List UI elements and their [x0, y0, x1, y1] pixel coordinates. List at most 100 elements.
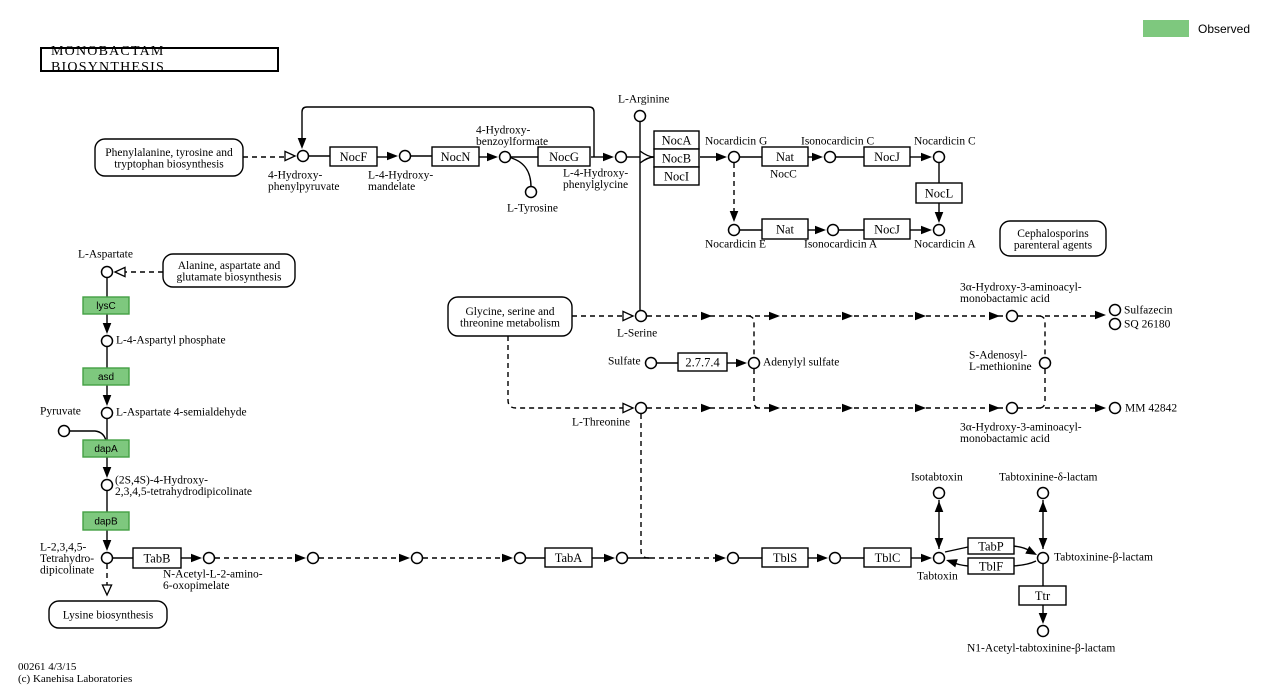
pathway-link-lysine-biosynthesis[interactable]: Lysine biosynthesis	[48, 600, 168, 629]
gene-box-label: TblF	[979, 560, 1003, 574]
compound-isotabtoxin[interactable]	[932, 486, 946, 500]
compound-sulfate[interactable]	[644, 356, 658, 370]
compound-4-hydroxybenzoylformate[interactable]	[498, 150, 512, 164]
compound-isonocardicin-c[interactable]	[823, 150, 837, 164]
compound-label: N1-Acetyl-tabtoxinine-β-lactam	[967, 643, 1115, 655]
compound-intermediate-3[interactable]	[513, 551, 527, 565]
compound-l-arginine[interactable]	[633, 109, 647, 123]
compound-3a-hydroxy-3-aminoacyl-monobactamic-acid-2[interactable]	[1005, 401, 1019, 415]
gene-box-nocg[interactable]: NocG	[537, 146, 591, 167]
compound-intermediate-4[interactable]	[615, 551, 629, 565]
gene-box-nocn[interactable]: NocN	[431, 146, 480, 167]
arrowhead	[1095, 403, 1106, 413]
observed-legend-swatch	[1143, 20, 1189, 37]
compound-intermediate-5[interactable]	[726, 551, 740, 565]
compound-isonocardicin-a[interactable]	[826, 223, 840, 237]
compound-intermediate-2[interactable]	[410, 551, 424, 565]
compound-l-aspartate-4-semialdehyde[interactable]	[100, 406, 114, 420]
arrowhead	[191, 553, 202, 563]
compound-n1-acetyl-tabtoxinine-beta-lactam[interactable]	[1036, 624, 1050, 638]
compound-intermediate-6[interactable]	[828, 551, 842, 565]
gene-box-ttr[interactable]: Ttr	[1018, 585, 1067, 606]
observed-legend: Observed	[1143, 20, 1250, 37]
arrowhead	[1038, 538, 1048, 549]
gene-box-label: Nat	[776, 223, 795, 237]
gene-box-ec-2-7-7-4[interactable]: 2.7.7.4	[677, 352, 728, 372]
gene-box-tblc[interactable]: TblC	[863, 547, 912, 568]
compound-label: L-Arginine	[618, 94, 670, 106]
compound-label: 4-Hydroxy-phenylpyruvate	[268, 170, 340, 194]
compound-pyruvate[interactable]	[57, 424, 71, 438]
compound-l-4-hydroxymandelate[interactable]	[398, 149, 412, 163]
gene-box-label: dapB	[94, 517, 118, 528]
gene-box-noca[interactable]: NocA	[653, 130, 700, 150]
compound-label: (2S,4S)-4-Hydroxy-2,3,4,5-tetrahydrodipi…	[115, 475, 252, 499]
compound-label: 3α-Hydroxy-3-aminoacyl-monobactamic acid	[960, 282, 1082, 306]
compound-sulfazecin[interactable]	[1108, 303, 1122, 317]
gene-box-tabp[interactable]: TabP	[967, 537, 1015, 555]
compound-l-serine[interactable]	[634, 309, 648, 323]
pathway-link-label: threonine metabolism	[460, 317, 560, 329]
gene-box-tbls[interactable]: TblS	[761, 547, 809, 568]
compound-nocardicin-a[interactable]	[932, 223, 946, 237]
compound-tabtoxinine-delta-lactam[interactable]	[1036, 486, 1050, 500]
gene-box-nocj-1[interactable]: NocJ	[863, 146, 911, 167]
arrowhead	[102, 323, 112, 334]
gene-box-dapa[interactable]: dapA	[82, 439, 130, 458]
arrowhead	[295, 553, 306, 563]
gene-box-nocj-2[interactable]: NocJ	[863, 218, 911, 240]
gene-box-nocf[interactable]: NocF	[329, 146, 378, 167]
arrowhead	[399, 553, 410, 563]
compound-mm-42842[interactable]	[1108, 401, 1122, 415]
compound-l-tyrosine[interactable]	[524, 185, 538, 199]
compound-sq-26180[interactable]	[1108, 317, 1122, 331]
compound-n-acetyl-l-2-amino-6-oxopimelate[interactable]	[202, 551, 216, 565]
gene-box-noci[interactable]: NocI	[653, 166, 700, 186]
compound-l-2345-tetrahydrodipicolinate[interactable]	[100, 551, 114, 565]
compound-tabtoxinine-beta-lactam[interactable]	[1036, 551, 1050, 565]
compound-2s4s-4-hydroxy-2345-tetrahydrodipicolinate[interactable]	[100, 478, 114, 492]
gene-box-tblf[interactable]: TblF	[967, 557, 1015, 575]
compound-label: Adenylyl sulfate	[763, 357, 839, 369]
compound-nocardicin-e[interactable]	[727, 223, 741, 237]
compound-l-aspartate[interactable]	[100, 265, 114, 279]
compound-adenylyl-sulfate[interactable]	[747, 356, 761, 370]
compound-nocardicin-g[interactable]	[727, 150, 741, 164]
compound-l-4-hydroxyphenylglycine[interactable]	[614, 150, 628, 164]
gene-box-nocb[interactable]: NocB	[653, 148, 700, 168]
gene-box-label: TblC	[875, 551, 901, 565]
gene-box-lysc[interactable]: lysC	[82, 296, 130, 315]
compound-l-threonine[interactable]	[634, 401, 648, 415]
arrowhead	[715, 553, 726, 563]
compound-nocardicin-c[interactable]	[932, 150, 946, 164]
gene-box-asd[interactable]: asd	[82, 367, 130, 386]
compound-label: Tabtoxinine-β-lactam	[1054, 552, 1153, 564]
arrowhead	[716, 152, 727, 162]
arrowhead	[102, 395, 112, 406]
pathway-link-label: Lysine biosynthesis	[63, 610, 154, 622]
compound-l-4-aspartyl-phosphate[interactable]	[100, 334, 114, 348]
gene-box-nocl[interactable]: NocL	[915, 182, 963, 204]
pathway-title: MONOBACTAM BIOSYNTHESIS	[51, 43, 165, 75]
compound-3a-hydroxy-3-aminoacyl-monobactamic-acid-1[interactable]	[1005, 309, 1019, 323]
gene-box-label: NocA	[662, 134, 692, 148]
gene-box-nat-1[interactable]: Nat	[761, 146, 809, 167]
gene-box-tabb[interactable]: TabB	[132, 547, 182, 569]
gene-box-dapb[interactable]: dapB	[82, 511, 130, 531]
compound-s-adenosyl-l-methionine[interactable]	[1038, 356, 1052, 370]
arrowhead	[915, 311, 926, 321]
compound-tabtoxin[interactable]	[932, 551, 946, 565]
pathway-edge	[748, 315, 755, 357]
compound-intermediate-1[interactable]	[306, 551, 320, 565]
gene-box-taba[interactable]: TabA	[544, 547, 593, 568]
open-arrowhead	[622, 310, 635, 322]
gene-box-nat-2[interactable]: Nat	[761, 218, 809, 240]
compound-4-hydroxyphenylpyruvate[interactable]	[296, 149, 310, 163]
gene-box-label: NocL	[925, 187, 953, 201]
compound-label: 4-Hydroxy-benzoylformate	[476, 125, 548, 149]
